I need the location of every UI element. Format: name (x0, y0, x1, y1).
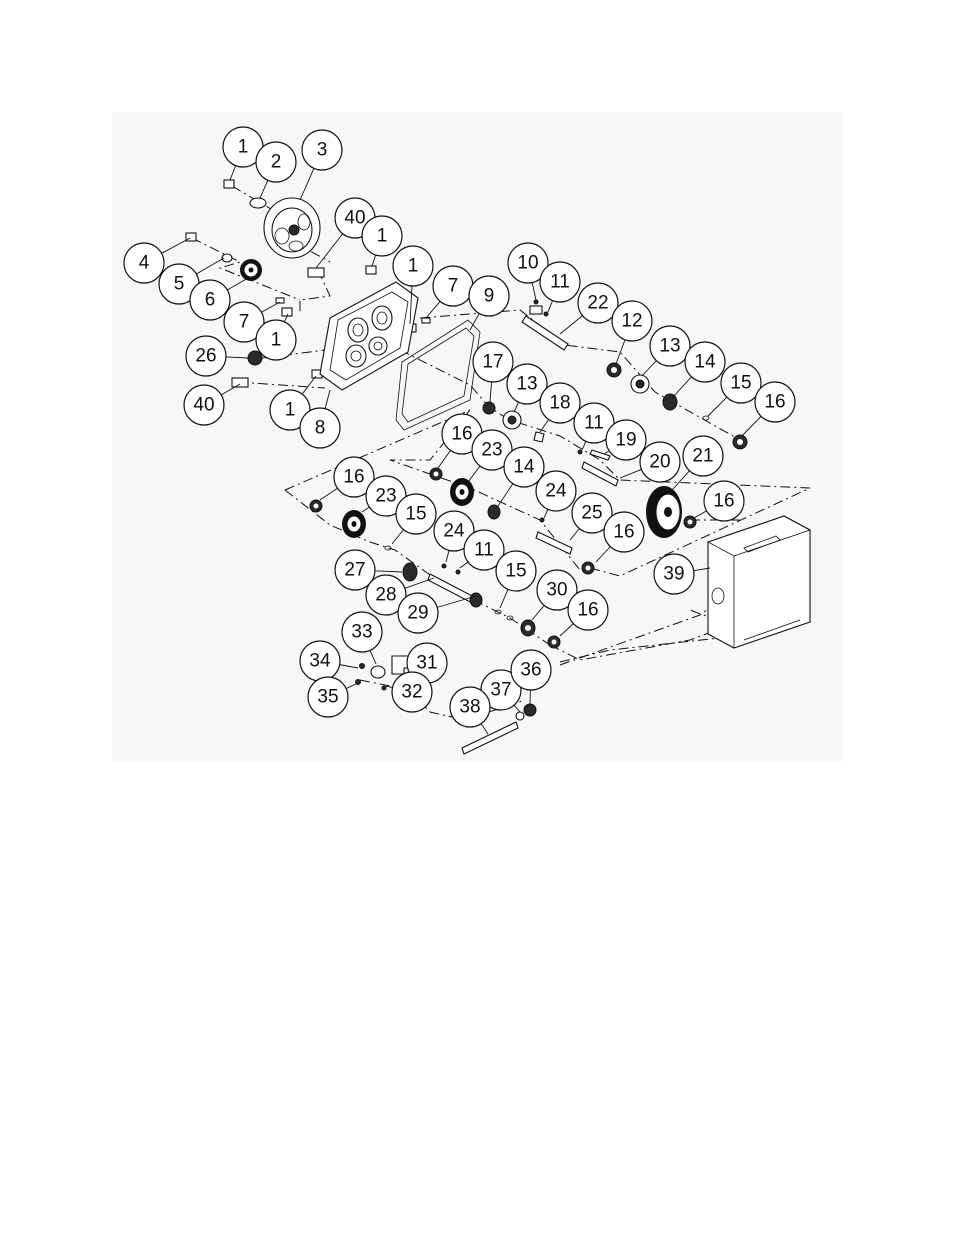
callout-label: 39 (663, 564, 684, 585)
callout-label: 7 (239, 312, 250, 333)
callout-label: 37 (490, 680, 511, 701)
callout-label: 16 (577, 600, 598, 621)
gear-part (470, 593, 482, 607)
washer-part (534, 432, 544, 442)
gear-part (488, 505, 500, 519)
callout-label: 15 (505, 561, 526, 582)
callout-label: 16 (764, 392, 785, 413)
callout-label: 40 (344, 208, 365, 229)
callout-label: 21 (692, 446, 713, 467)
gear-part (403, 563, 417, 581)
gear-part (663, 394, 677, 410)
callout-label: 2 (271, 152, 282, 173)
bearing-part (483, 402, 495, 414)
callout-label: 1 (238, 137, 249, 158)
callout-label: 38 (459, 697, 480, 718)
callout-label: 18 (549, 393, 570, 414)
callout-label: 20 (649, 452, 670, 473)
callout-label: 35 (317, 687, 338, 708)
callout-label: 1 (271, 330, 282, 351)
callout-label: 11 (474, 540, 494, 561)
screw-part (282, 308, 292, 316)
callout-label: 12 (621, 311, 642, 332)
key-part (442, 564, 446, 568)
pin-part (308, 268, 324, 277)
bushing-part (524, 704, 536, 716)
callout-label: 5 (174, 274, 185, 295)
callout-label: 8 (315, 418, 326, 439)
key-part (540, 518, 544, 522)
callout-label: 34 (309, 651, 331, 672)
callout-label: 11 (584, 413, 604, 434)
callout-label: 28 (375, 585, 396, 606)
callout-label: 14 (513, 457, 535, 478)
callout-label: 29 (407, 603, 428, 624)
key-part (544, 312, 548, 316)
callout-label: 33 (351, 622, 372, 643)
callout-label: 15 (405, 504, 426, 525)
pin-part (382, 686, 386, 690)
callout-label: 11 (550, 272, 570, 293)
callout-label: 25 (581, 503, 602, 524)
callout-label: 27 (344, 560, 365, 581)
pin-part (356, 680, 361, 685)
screw-part (224, 180, 234, 188)
lever-part (371, 666, 385, 678)
callout-label: 3 (317, 140, 328, 161)
callout-label: 13 (659, 336, 680, 357)
bushing-part (248, 351, 262, 365)
callout-label: 24 (545, 481, 567, 502)
washer-part (250, 198, 266, 208)
callout-label: 23 (481, 440, 502, 461)
callout-label: 16 (713, 491, 734, 512)
large-gear-part (646, 486, 682, 538)
callout-label: 36 (520, 660, 541, 681)
callout-label: 16 (613, 522, 634, 543)
pin-part (360, 664, 365, 669)
callout-label: 4 (139, 253, 150, 274)
key-part (534, 300, 538, 304)
callout-label: 10 (517, 253, 538, 274)
callout-label: 16 (451, 424, 472, 445)
gear-part (342, 510, 366, 538)
handwheel-part (264, 198, 320, 258)
callout-label: 1 (377, 226, 388, 247)
callout-label: 6 (205, 290, 216, 311)
callout-label: 16 (343, 467, 364, 488)
callout-label: 17 (482, 352, 503, 373)
callout-label: 30 (546, 580, 567, 601)
callout-label: 14 (694, 352, 716, 373)
callout-label: 7 (448, 276, 459, 297)
callout-label: 13 (516, 374, 537, 395)
pin-part (422, 318, 430, 323)
key-part (578, 450, 582, 454)
callout-label: 23 (375, 486, 396, 507)
callout-label: 26 (195, 346, 216, 367)
callout-label: 32 (401, 682, 422, 703)
callout-label: 24 (443, 521, 465, 542)
callout-label: 9 (484, 286, 495, 307)
callout-label: 1 (285, 400, 296, 421)
callout-label: 22 (587, 293, 608, 314)
sprocket-part (240, 259, 262, 281)
callout-label: 15 (730, 373, 751, 394)
key-part (456, 570, 460, 574)
callout-label: 19 (615, 430, 636, 451)
gear-part (450, 478, 474, 506)
callout-label: 40 (193, 395, 214, 416)
callout-label: 1 (408, 256, 419, 277)
washer-part (516, 712, 524, 720)
screw-part (366, 266, 376, 274)
pin-part (232, 378, 248, 387)
callout-label: 31 (416, 653, 437, 674)
